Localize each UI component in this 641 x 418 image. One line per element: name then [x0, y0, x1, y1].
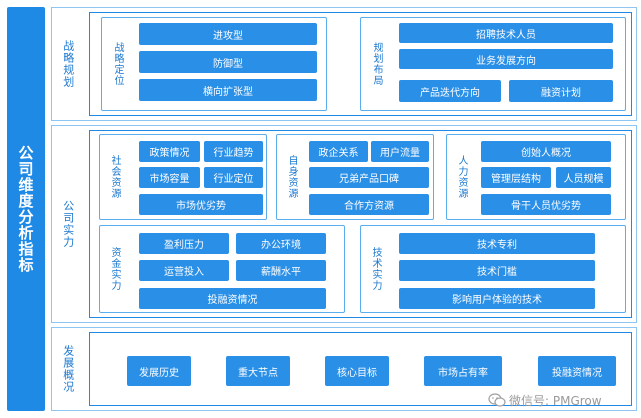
- own-resources-label: 自身资源: [286, 155, 297, 199]
- wechat-watermark: 微信号: PMGrow: [488, 390, 636, 410]
- chip-key-staff-swot: 骨干人员优劣势: [481, 194, 611, 215]
- chip-founder: 创始人概况: [481, 141, 611, 162]
- planning-layout-label: 规划布局: [371, 42, 382, 86]
- tech-strength-label: 技术实力: [370, 247, 381, 291]
- chip-tech-barrier: 技术门槛: [399, 260, 595, 281]
- chip-recruit-tech-staff: 招聘技术人员: [399, 23, 613, 43]
- chip-horizontal-expansion: 横向扩张型: [139, 79, 317, 101]
- chip-core-goals: 核心目标: [325, 356, 389, 386]
- chip-offensive: 进攻型: [139, 23, 317, 45]
- wechat-icon: [488, 393, 506, 407]
- strength-section-label: 公司实力: [61, 200, 75, 248]
- chip-development-history: 发展历史: [127, 356, 191, 386]
- chip-industry-position: 行业定位: [204, 167, 263, 188]
- wechat-watermark-text: 微信号: PMGrow: [509, 393, 602, 408]
- chip-major-milestones: 重大节点: [226, 356, 290, 386]
- chip-partner-resources: 合作方资源: [309, 194, 429, 215]
- development-section-label: 发展概况: [61, 345, 75, 393]
- chip-market-swot: 市场优劣势: [139, 194, 263, 215]
- chip-ux-tech: 影响用户体验的技术: [399, 288, 595, 309]
- chip-industry-trend: 行业趋势: [204, 141, 263, 162]
- capital-strength-label: 资金实力: [109, 247, 120, 291]
- chip-investment-financing: 投融资情况: [139, 288, 326, 309]
- chip-market-share: 市场占有率: [424, 356, 502, 386]
- chip-salary-level: 薪酬水平: [236, 260, 326, 281]
- chip-staff-size: 人员规模: [556, 167, 611, 188]
- social-resources-label: 社会资源: [109, 155, 120, 199]
- chip-sibling-reputation: 兄弟产品口碑: [309, 167, 429, 188]
- chip-user-traffic: 用户流量: [371, 141, 429, 162]
- chip-policy: 政策情况: [139, 141, 200, 162]
- chip-financing-plan: 融资计划: [509, 80, 613, 102]
- chip-office-environment: 办公环境: [236, 233, 326, 254]
- chip-management-structure: 管理层结构: [481, 167, 551, 188]
- chip-dev-investment-financing: 投融资情况: [538, 356, 616, 386]
- chip-product-iteration: 产品迭代方向: [399, 80, 501, 102]
- chip-defensive: 防御型: [139, 51, 317, 73]
- chip-market-capacity: 市场容量: [139, 167, 200, 188]
- chip-business-direction: 业务发展方向: [399, 49, 613, 69]
- main-title-text: 公司维度分析指标: [16, 145, 35, 273]
- strategy-section-label: 战略规划: [61, 40, 75, 88]
- strategic-positioning-label: 战略定位: [112, 42, 123, 86]
- chip-gov-relations: 政企关系: [309, 141, 368, 162]
- chip-operation-investment: 运营投入: [139, 260, 229, 281]
- main-title: 公司维度分析指标: [7, 7, 45, 411]
- human-resources-label: 人力资源: [456, 155, 467, 199]
- chip-profit-pressure: 盈利压力: [139, 233, 229, 254]
- chip-tech-patents: 技术专利: [399, 233, 595, 254]
